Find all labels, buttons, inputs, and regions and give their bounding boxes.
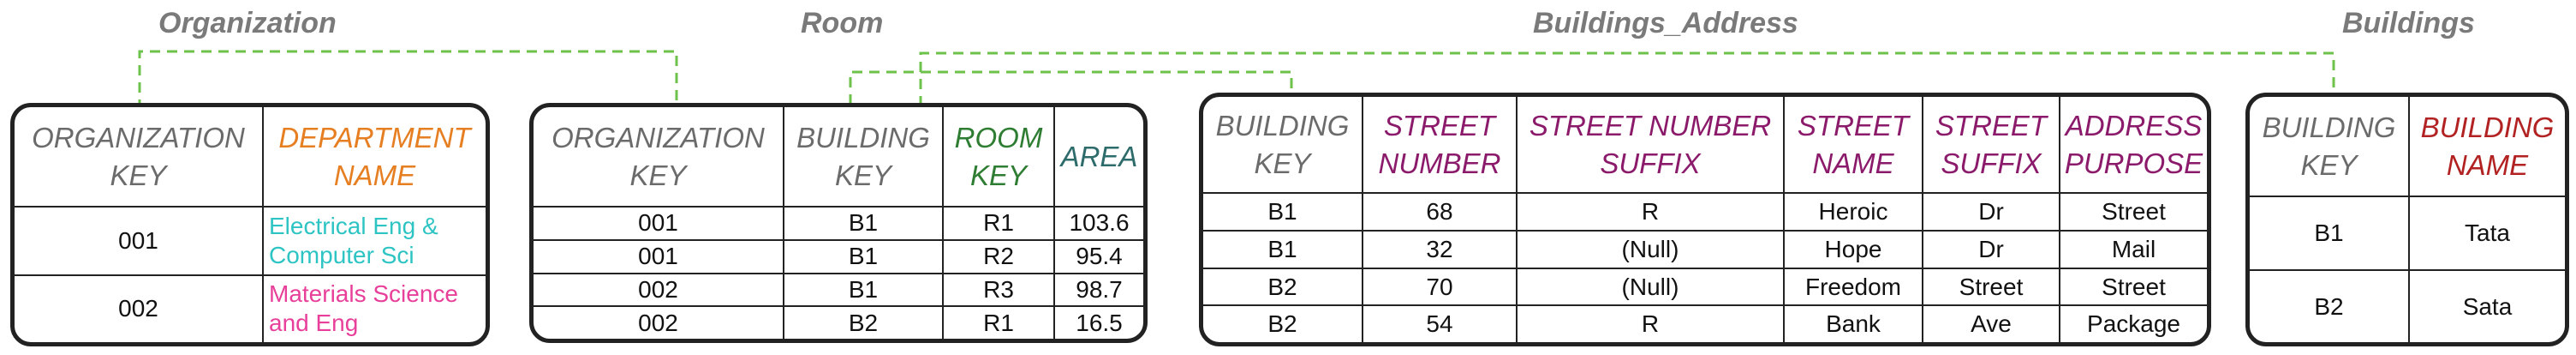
addr-cell: Heroic — [1783, 192, 1923, 232]
org-cell-key-1: 001 — [15, 206, 264, 276]
bld-header-building-key: BUILDING KEY — [2250, 97, 2410, 197]
room-cell: 002 — [534, 305, 784, 339]
addr-cell: B2 — [1203, 267, 1363, 307]
addr-cell: R — [1516, 304, 1785, 342]
org-cell-dept-2: Materials Science and Eng — [262, 274, 486, 342]
table-row: 001 B1 R2 95.4 — [534, 238, 1143, 274]
addr-cell: Bank — [1783, 304, 1923, 342]
addr-cell: Hope — [1783, 229, 1923, 269]
room-cell: 103.6 — [1053, 206, 1143, 241]
addr-cell: Street — [2059, 192, 2207, 232]
room-header-area: AREA — [1053, 107, 1143, 208]
link-organization-key — [138, 50, 678, 127]
addr-header-street-number-suffix: STREET NUMBER SUFFIX — [1516, 97, 1785, 194]
title-buildings-address: Buildings_Address — [1533, 7, 1798, 39]
bld-cell: Sata — [2408, 269, 2565, 342]
org-cell-dept-1: Electrical Eng & Computer Sci — [262, 206, 486, 276]
link-building-key-buildings — [919, 51, 2335, 106]
addr-cell: Dr — [1922, 229, 2060, 269]
addr-header-street-suffix: STREET SUFFIX — [1922, 97, 2060, 194]
addr-cell: B2 — [1203, 304, 1363, 342]
buildings-address-table: BUILDING KEY STREET NUMBER STREET NUMBER… — [1199, 93, 2211, 346]
room-header-organization-key: ORGANIZATION KEY — [534, 107, 784, 208]
table-row: B1 68 R Heroic Dr Street — [1203, 192, 2207, 232]
bld-header-building-name: BUILDING NAME — [2408, 97, 2565, 197]
addr-cell: R — [1516, 192, 1785, 232]
room-cell: B1 — [783, 238, 944, 274]
room-cell: 001 — [534, 238, 784, 274]
addr-cell: Street — [1922, 267, 2060, 307]
room-cell: B1 — [783, 206, 944, 241]
room-cell: R1 — [942, 206, 1055, 241]
room-cell: 16.5 — [1053, 305, 1143, 339]
addr-cell: (Null) — [1516, 229, 1785, 269]
room-table: ORGANIZATION KEY BUILDING KEY ROOM KEY A… — [529, 103, 1148, 343]
table-row: B1 Tata — [2250, 195, 2565, 272]
table-row: B1 32 (Null) Hope Dr Mail — [1203, 229, 2207, 269]
addr-cell: 32 — [1362, 229, 1518, 269]
room-cell: R2 — [942, 238, 1055, 274]
table-row: B2 70 (Null) Freedom Street Street — [1203, 267, 2207, 307]
room-cell: B2 — [783, 305, 944, 339]
addr-cell: B1 — [1203, 229, 1363, 269]
addr-header-address-purpose: ADDRESS PURPOSE — [2059, 97, 2207, 194]
room-cell: 98.7 — [1053, 272, 1143, 308]
room-cell: 002 — [534, 272, 784, 308]
room-cell: R3 — [942, 272, 1055, 308]
addr-cell: 68 — [1362, 192, 1518, 232]
room-header-building-key: BUILDING KEY — [783, 107, 944, 208]
room-cell: 95.4 — [1053, 238, 1143, 274]
table-row: 002 B2 R1 16.5 — [534, 305, 1143, 339]
addr-cell: (Null) — [1516, 267, 1785, 307]
org-cell-key-2: 002 — [15, 274, 264, 342]
addr-cell: Package — [2059, 304, 2207, 342]
org-header-organization-key: ORGANIZATION KEY — [15, 107, 264, 208]
organization-table: ORGANIZATION KEY DEPARTMENT NAME 001 Ele… — [10, 103, 490, 346]
org-header-department-name: DEPARTMENT NAME — [262, 107, 486, 208]
room-cell: R1 — [942, 305, 1055, 339]
addr-cell: Ave — [1922, 304, 2060, 342]
link-building-key-address — [849, 70, 1293, 105]
addr-cell: 70 — [1362, 267, 1518, 307]
bld-cell: B2 — [2250, 269, 2410, 342]
table-row: 002 B1 R3 98.7 — [534, 272, 1143, 308]
table-row: B2 54 R Bank Ave Package — [1203, 304, 2207, 342]
addr-cell: Mail — [2059, 229, 2207, 269]
table-row: 001 B1 R1 103.6 — [534, 206, 1143, 241]
addr-header-street-number: STREET NUMBER — [1362, 97, 1518, 194]
title-buildings: Buildings — [2342, 7, 2475, 39]
addr-header-street-name: STREET NAME — [1783, 97, 1923, 194]
addr-cell: B1 — [1203, 192, 1363, 232]
addr-cell: Freedom — [1783, 267, 1923, 307]
bld-cell: B1 — [2250, 195, 2410, 272]
addr-cell: 54 — [1362, 304, 1518, 342]
room-cell: B1 — [783, 272, 944, 308]
title-organization: Organization — [158, 7, 337, 39]
title-room: Room — [801, 7, 884, 39]
addr-header-building-key: BUILDING KEY — [1203, 97, 1363, 194]
addr-cell: Street — [2059, 267, 2207, 307]
buildings-table: BUILDING KEY BUILDING NAME B1 Tata B2 Sa… — [2245, 93, 2569, 346]
addr-cell: Dr — [1922, 192, 2060, 232]
bld-cell: Tata — [2408, 195, 2565, 272]
room-cell: 001 — [534, 206, 784, 241]
table-row: B2 Sata — [2250, 269, 2565, 342]
room-header-room-key: ROOM KEY — [942, 107, 1055, 208]
